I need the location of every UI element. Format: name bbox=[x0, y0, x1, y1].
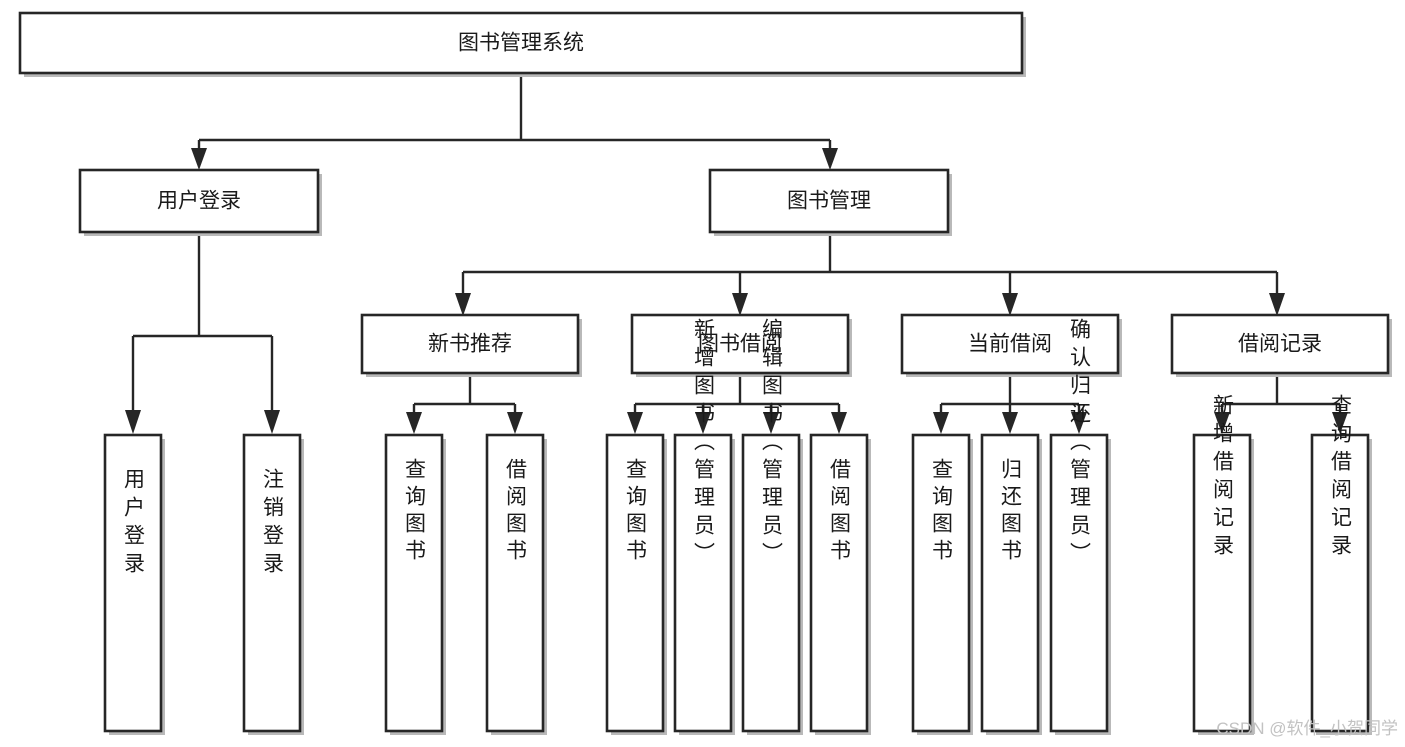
node-leaf4-label: 借阅图书 bbox=[504, 458, 528, 566]
node-leaf7-box bbox=[741, 433, 801, 733]
node-leaf8-box bbox=[809, 433, 869, 733]
node-leaf1-box bbox=[103, 433, 163, 733]
node-leaf9-label: 查询图书 bbox=[930, 458, 954, 566]
node-login-box bbox=[78, 168, 320, 234]
node-login[interactable]: 用户登录 bbox=[78, 168, 322, 236]
arrow-to-leaf2 bbox=[264, 410, 280, 434]
node-current[interactable]: 当前借阅 bbox=[900, 313, 1122, 377]
node-newbook[interactable]: 新书推荐 bbox=[360, 313, 582, 377]
arrow-to-leaf6 bbox=[695, 412, 711, 434]
arrow-to-leaf13 bbox=[1332, 412, 1348, 434]
arrow-to-records bbox=[1269, 293, 1285, 316]
node-records-label: 借阅记录 bbox=[1238, 333, 1322, 356]
node-leaf12-label: 新增借阅记录 bbox=[1211, 394, 1235, 562]
node-leaf5[interactable]: 查询图书 bbox=[605, 433, 667, 735]
node-leaf3-box bbox=[384, 433, 444, 733]
node-leaf3-label: 查询图书 bbox=[403, 458, 427, 566]
node-leaf4[interactable]: 借阅图书 bbox=[485, 433, 547, 735]
arrow-to-leaf4 bbox=[507, 412, 523, 434]
node-leaf4-box bbox=[485, 433, 545, 733]
arrow-to-login bbox=[191, 148, 207, 170]
node-leaf8-label: 借阅图书 bbox=[828, 458, 852, 566]
node-leaf1-label: 用户登录 bbox=[122, 468, 146, 580]
arrow-to-borrow bbox=[732, 293, 748, 316]
arrow-to-leaf8 bbox=[831, 412, 847, 434]
node-leaf12[interactable]: 新增借阅记录 bbox=[1192, 394, 1254, 735]
node-leaf10[interactable]: 归还图书 bbox=[980, 433, 1042, 735]
arrow-to-newbook bbox=[455, 293, 471, 316]
node-borrow[interactable]: 图书借阅 bbox=[630, 313, 852, 377]
node-current-box bbox=[900, 313, 1120, 375]
arrow-to-leaf7 bbox=[763, 412, 779, 434]
node-current-label: 当前借阅 bbox=[968, 333, 1052, 356]
arrow-to-leaf3 bbox=[406, 412, 422, 434]
arrow-to-leaf12 bbox=[1214, 412, 1230, 434]
node-leaf2[interactable]: 注销登录 bbox=[242, 433, 304, 735]
arrow-to-leaf5 bbox=[627, 412, 643, 434]
connector-layer bbox=[125, 73, 1348, 434]
node-leaf13-label: 查询借阅记录 bbox=[1329, 394, 1353, 562]
node-leaf6-label: 新增图书（管理员） bbox=[692, 318, 716, 570]
node-leaf7[interactable]: 编辑图书（管理员） bbox=[741, 318, 803, 735]
arrow-to-current bbox=[1002, 293, 1018, 316]
node-leaf6-box bbox=[673, 433, 733, 733]
node-records-box bbox=[1170, 313, 1390, 375]
node-leaf1[interactable]: 用户登录 bbox=[103, 433, 165, 735]
node-login-label: 用户登录 bbox=[157, 190, 241, 213]
node-root[interactable]: 图书管理系统 bbox=[18, 11, 1026, 77]
node-records[interactable]: 借阅记录 bbox=[1170, 313, 1392, 377]
arrow-to-leaf11 bbox=[1071, 412, 1087, 434]
arrow-to-leaf10 bbox=[1002, 412, 1018, 434]
node-bookmgmt-box bbox=[708, 168, 950, 234]
node-leaf5-box bbox=[605, 433, 665, 733]
node-leaf11-label: 确认归还（管理员） bbox=[1068, 318, 1092, 570]
watermark-label: CSDN @软件_小贺同学 bbox=[1216, 719, 1398, 738]
node-leaf9[interactable]: 查询图书 bbox=[911, 433, 973, 735]
node-leaf9-box bbox=[911, 433, 971, 733]
node-leaf8[interactable]: 借阅图书 bbox=[809, 433, 871, 735]
node-leaf6[interactable]: 新增图书（管理员） bbox=[673, 318, 735, 735]
node-leaf2-box bbox=[242, 433, 302, 733]
node-leaf5-label: 查询图书 bbox=[624, 458, 648, 566]
node-leaf12-box bbox=[1192, 433, 1252, 733]
node-root-label: 图书管理系统 bbox=[458, 32, 584, 55]
node-leaf2-label: 注销登录 bbox=[261, 468, 285, 580]
node-newbook-label: 新书推荐 bbox=[428, 333, 512, 356]
node-leaf13-box bbox=[1310, 433, 1370, 733]
node-bookmgmt-label: 图书管理 bbox=[787, 190, 871, 213]
node-leaf13[interactable]: 查询借阅记录 bbox=[1310, 394, 1372, 735]
node-bookmgmt[interactable]: 图书管理 bbox=[708, 168, 952, 236]
arrow-to-leaf1 bbox=[125, 410, 141, 434]
node-newbook-box bbox=[360, 313, 580, 375]
node-root-box bbox=[18, 11, 1024, 75]
node-leaf7-label: 编辑图书（管理员） bbox=[760, 318, 784, 570]
node-leaf11[interactable]: 确认归还（管理员） bbox=[1049, 318, 1111, 735]
node-leaf3[interactable]: 查询图书 bbox=[384, 433, 446, 735]
arrow-to-leaf9 bbox=[933, 412, 949, 434]
node-borrow-label: 图书借阅 bbox=[698, 333, 782, 356]
node-leaf11-box bbox=[1049, 433, 1109, 733]
node-leaf10-box bbox=[980, 433, 1040, 733]
node-leaf10-label: 归还图书 bbox=[999, 458, 1023, 566]
node-borrow-box bbox=[630, 313, 850, 375]
arrow-to-bookmgmt bbox=[822, 148, 838, 170]
